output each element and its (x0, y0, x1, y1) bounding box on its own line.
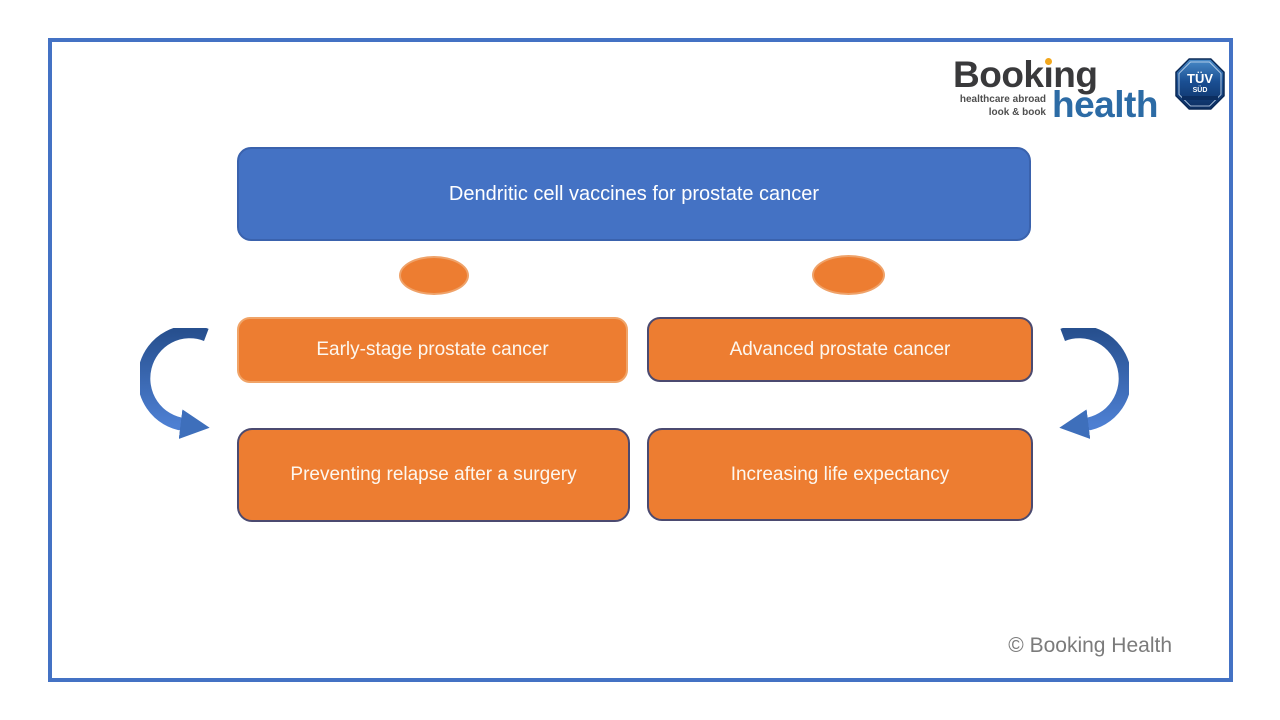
connector-ellipse-right (812, 255, 885, 295)
node-advanced: Advanced prostate cancer (647, 317, 1033, 382)
node-prevent-relapse: Preventing relapse after a surgery (237, 428, 630, 522)
node-early-stage: Early-stage prostate cancer (237, 317, 628, 383)
tuv-badge-text-sud: SÜD (1193, 85, 1208, 94)
title-node: Dendritic cell vaccines for prostate can… (237, 147, 1031, 241)
logo-tagline-line2: look & book (988, 107, 1046, 118)
tuv-octagon-inner-ring (1178, 61, 1222, 107)
logo-tagline-line1: healthcare abroad (959, 94, 1046, 105)
logo-wordmark-booking-pre: Book (953, 54, 1044, 95)
title-node-label: Dendritic cell vaccines for prostate can… (448, 182, 820, 205)
node-early-stage-label: Early-stage prostate cancer (316, 339, 549, 360)
tuv-badge-band (1182, 96, 1218, 100)
logo-wordmark-booking-i: ı (1043, 54, 1054, 95)
logo-tagline: healthcare abroad look & book (900, 93, 1046, 119)
tuv-sud-badge-icon: TÜV SÜD (1175, 58, 1225, 110)
tuv-badge-text-tuv: TÜV (1187, 71, 1213, 86)
node-life-expectancy: Increasing life expectancy (647, 428, 1033, 521)
curved-arrow-right-icon (1059, 328, 1129, 439)
logo-wordmark-booking: Bookıng (953, 54, 1098, 95)
node-life-expectancy-label: Increasing life expectancy (730, 463, 950, 485)
logo-wordmark-health: health (1052, 84, 1158, 125)
slide-border-frame (48, 38, 1233, 682)
node-prevent-relapse-label: Preventing relapse after a surgery (290, 464, 577, 485)
logo-wordmark-booking-post: ng (1053, 54, 1098, 95)
curved-arrow-left-icon (140, 328, 210, 439)
copyright-text: © Booking Health (1008, 634, 1172, 657)
connector-ellipse-left (399, 256, 469, 295)
node-advanced-label: Advanced prostate cancer (729, 338, 951, 360)
